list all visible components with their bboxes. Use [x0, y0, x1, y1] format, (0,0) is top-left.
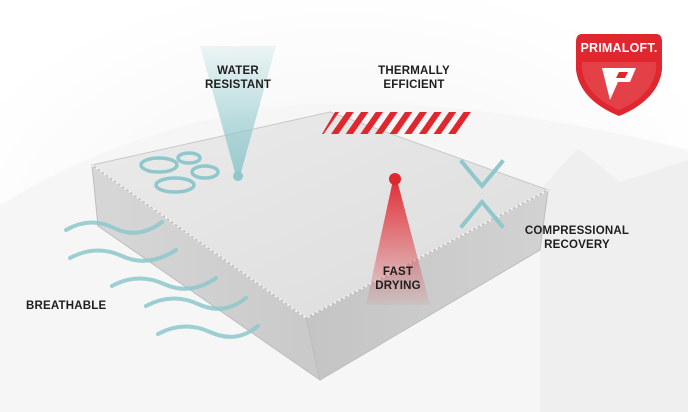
water-resistant-line-2: RESISTANT	[204, 79, 272, 91]
compressional-recovery-line-2: RECOVERY	[544, 239, 610, 251]
breathable-waves-icon	[64, 220, 260, 339]
drying-cone-icon	[366, 180, 430, 305]
background-peak	[540, 148, 688, 412]
primaloft-wordmark: PRIMALOFT.	[580, 41, 658, 55]
thermally-efficient-label: THERMALLY EFFICIENT	[362, 64, 466, 92]
droplet-rings-icon	[139, 151, 220, 194]
water-resistant-line-1: WATER	[217, 65, 259, 77]
slab-edge-texture	[91, 164, 549, 320]
compressional-recovery-line-1: COMPRESSIONAL	[524, 225, 630, 237]
primaloft-shield-icon	[576, 34, 662, 116]
water-resistant-label: WATER RESISTANT	[188, 64, 288, 92]
compression-arrows-icon	[459, 159, 505, 229]
fast-drying-line-1: FAST	[382, 266, 414, 278]
thermal-stripes-icon	[322, 112, 472, 134]
fast-drying-label: FAST DRYING	[366, 265, 430, 293]
thermally-efficient-line-1: THERMALLY	[378, 65, 450, 77]
water-drop-icon	[233, 171, 243, 181]
fast-drying-line-2: DRYING	[375, 280, 421, 292]
breathable-label: BREATHABLE	[26, 300, 107, 312]
primaloft-logo: PRIMALOFT.	[572, 30, 666, 118]
compressional-recovery-label: COMPRESSIONAL RECOVERY	[520, 224, 634, 252]
drying-drop-icon	[389, 173, 401, 185]
water-cone-icon	[200, 46, 276, 176]
thermally-efficient-line-2: EFFICIENT	[383, 79, 445, 91]
